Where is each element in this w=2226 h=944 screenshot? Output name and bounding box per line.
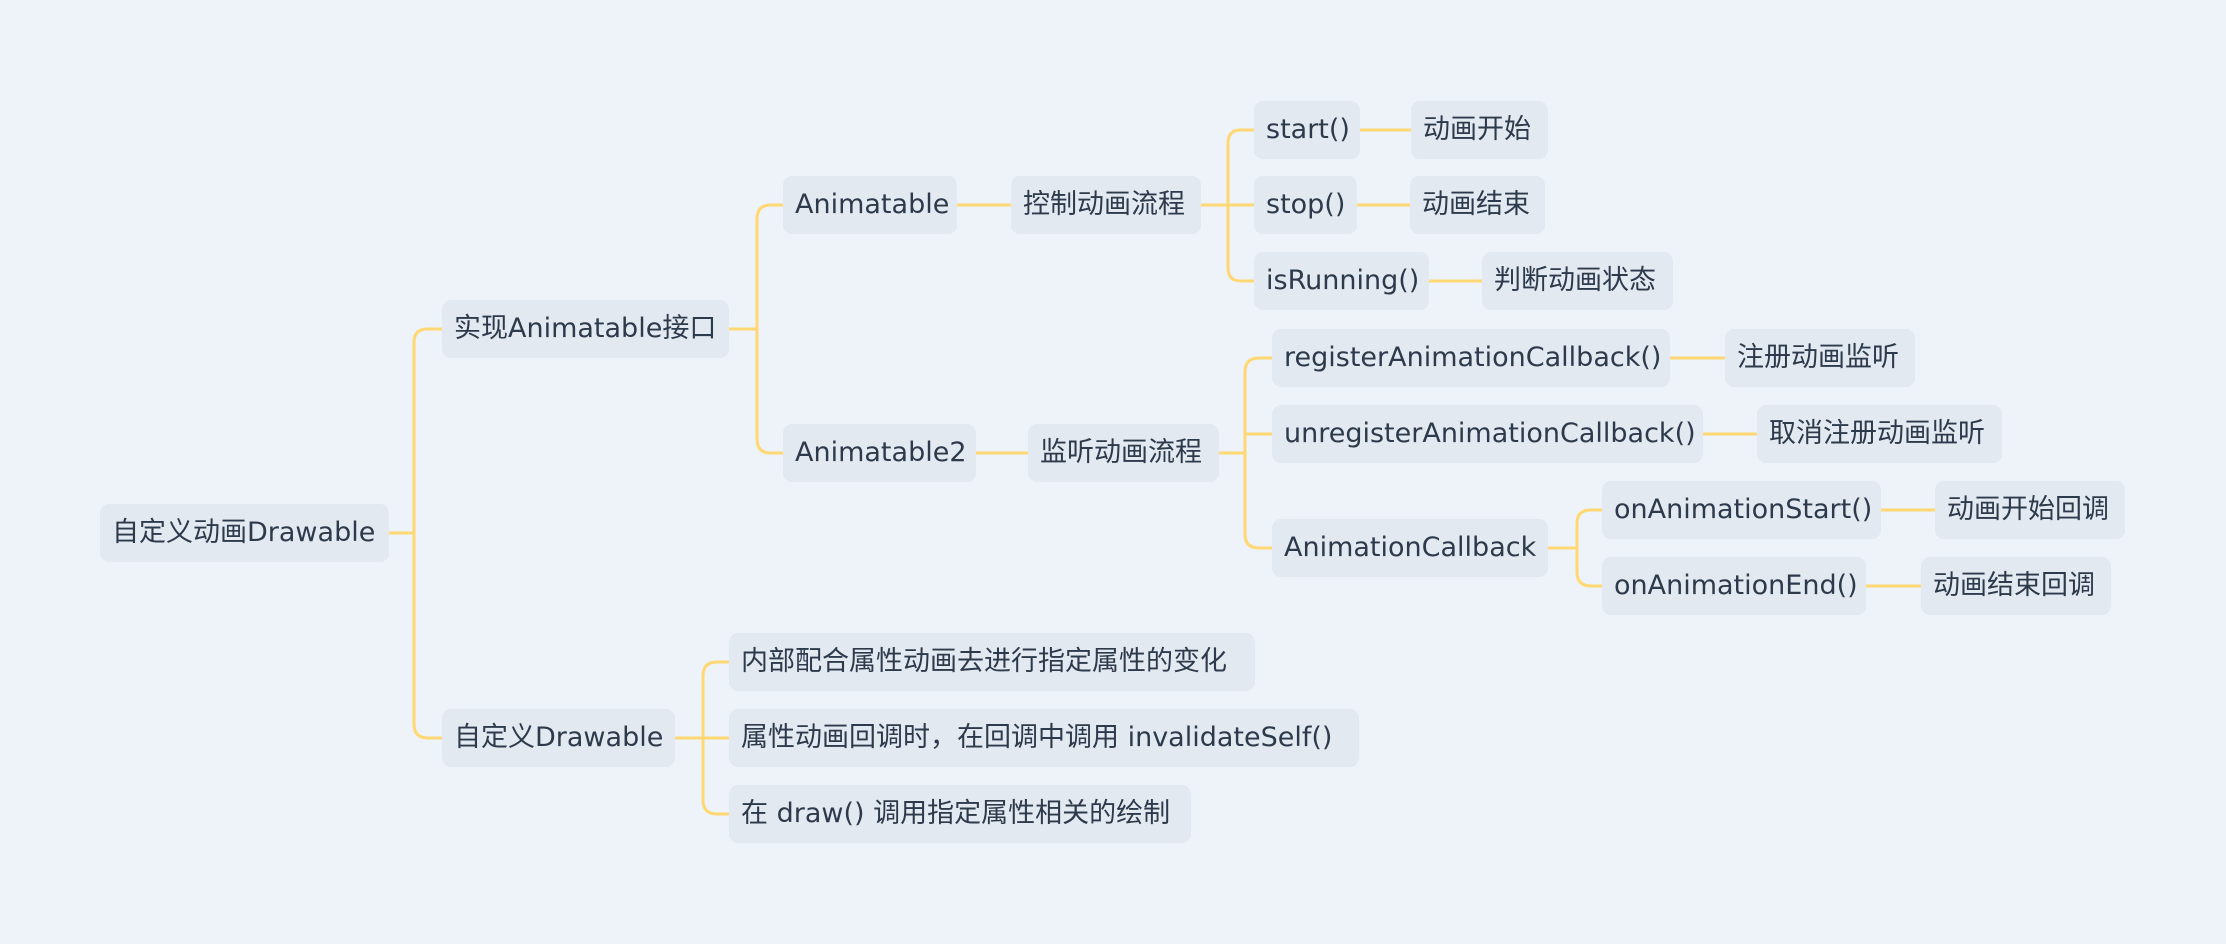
node-listen-flow-label: 监听动画流程 [1040,437,1202,468]
node-isrunning-desc[interactable]: 判断动画状态 [1482,252,1673,310]
node-control-flow[interactable]: 控制动画流程 [1011,176,1201,234]
node-animation-callback[interactable]: AnimationCallback [1272,519,1548,577]
node-drawable-item-1[interactable]: 内部配合属性动画去进行指定属性的变化 [729,633,1255,691]
node-onstart-desc[interactable]: 动画开始回调 [1935,481,2125,539]
node-control-flow-label: 控制动画流程 [1023,189,1185,220]
node-custom-drawable[interactable]: 自定义Drawable [442,709,675,767]
node-custom-drawable-label: 自定义Drawable [454,722,664,753]
connector-control-flow [1199,128,1256,283]
root-node-label: 自定义动画Drawable [112,517,376,548]
node-register-method-label: registerAnimationCallback() [1284,342,1662,373]
node-start-desc[interactable]: 动画开始 [1411,101,1548,159]
connector-animatable-interface [727,203,785,455]
node-animatable-interface[interactable]: 实现Animatable接口 [442,300,729,358]
node-animatable[interactable]: Animatable [783,176,957,234]
node-register-desc[interactable]: 注册动画监听 [1725,329,1915,387]
node-drawable-item-2[interactable]: 属性动画回调时，在回调中调用 invalidateSelf() [729,709,1359,767]
node-unregister-method[interactable]: unregisterAnimationCallback() [1272,405,1703,463]
node-unregister-desc-label: 取消注册动画监听 [1769,418,1985,449]
node-stop-desc-label: 动画结束 [1422,189,1530,220]
node-register-method[interactable]: registerAnimationCallback() [1272,329,1670,387]
node-isrunning-method[interactable]: isRunning() [1254,252,1429,310]
node-register-desc-label: 注册动画监听 [1737,342,1899,373]
node-stop-method[interactable]: stop() [1254,176,1357,234]
node-animation-callback-label: AnimationCallback [1284,532,1537,563]
connector-listen-flow [1217,356,1274,550]
node-onstart-method-label: onAnimationStart() [1614,494,1873,525]
connector-custom-drawable [673,660,731,816]
node-unregister-desc[interactable]: 取消注册动画监听 [1757,405,2002,463]
node-isrunning-method-label: isRunning() [1266,265,1420,296]
node-start-method[interactable]: start() [1254,101,1360,159]
node-animatable-interface-label: 实现Animatable接口 [454,313,717,344]
node-unregister-method-label: unregisterAnimationCallback() [1284,418,1696,449]
node-drawable-item-2-label: 属性动画回调时，在回调中调用 invalidateSelf() [741,722,1333,753]
node-onend-desc[interactable]: 动画结束回调 [1921,557,2111,615]
node-listen-flow[interactable]: 监听动画流程 [1028,424,1219,482]
connector-root-branches [387,327,444,740]
node-onstart-method[interactable]: onAnimationStart() [1602,481,1881,539]
node-start-method-label: start() [1266,114,1350,145]
node-stop-desc[interactable]: 动画结束 [1410,176,1545,234]
node-start-desc-label: 动画开始 [1423,114,1531,145]
node-stop-method-label: stop() [1266,189,1346,220]
node-onend-method-label: onAnimationEnd() [1614,570,1858,601]
node-drawable-item-3-label: 在 draw() 调用指定属性相关的绘制 [741,798,1171,829]
node-animatable-label: Animatable [795,189,950,220]
node-drawable-item-3[interactable]: 在 draw() 调用指定属性相关的绘制 [729,785,1191,843]
root-node[interactable]: 自定义动画Drawable [100,504,389,562]
node-isrunning-desc-label: 判断动画状态 [1494,265,1656,296]
node-onstart-desc-label: 动画开始回调 [1947,494,2109,525]
node-animatable2-label: Animatable2 [795,437,967,468]
node-drawable-item-1-label: 内部配合属性动画去进行指定属性的变化 [741,646,1227,677]
node-onend-desc-label: 动画结束回调 [1933,570,2095,601]
node-onend-method[interactable]: onAnimationEnd() [1602,557,1866,615]
node-animatable2[interactable]: Animatable2 [783,424,976,482]
connector-callback [1546,508,1604,588]
